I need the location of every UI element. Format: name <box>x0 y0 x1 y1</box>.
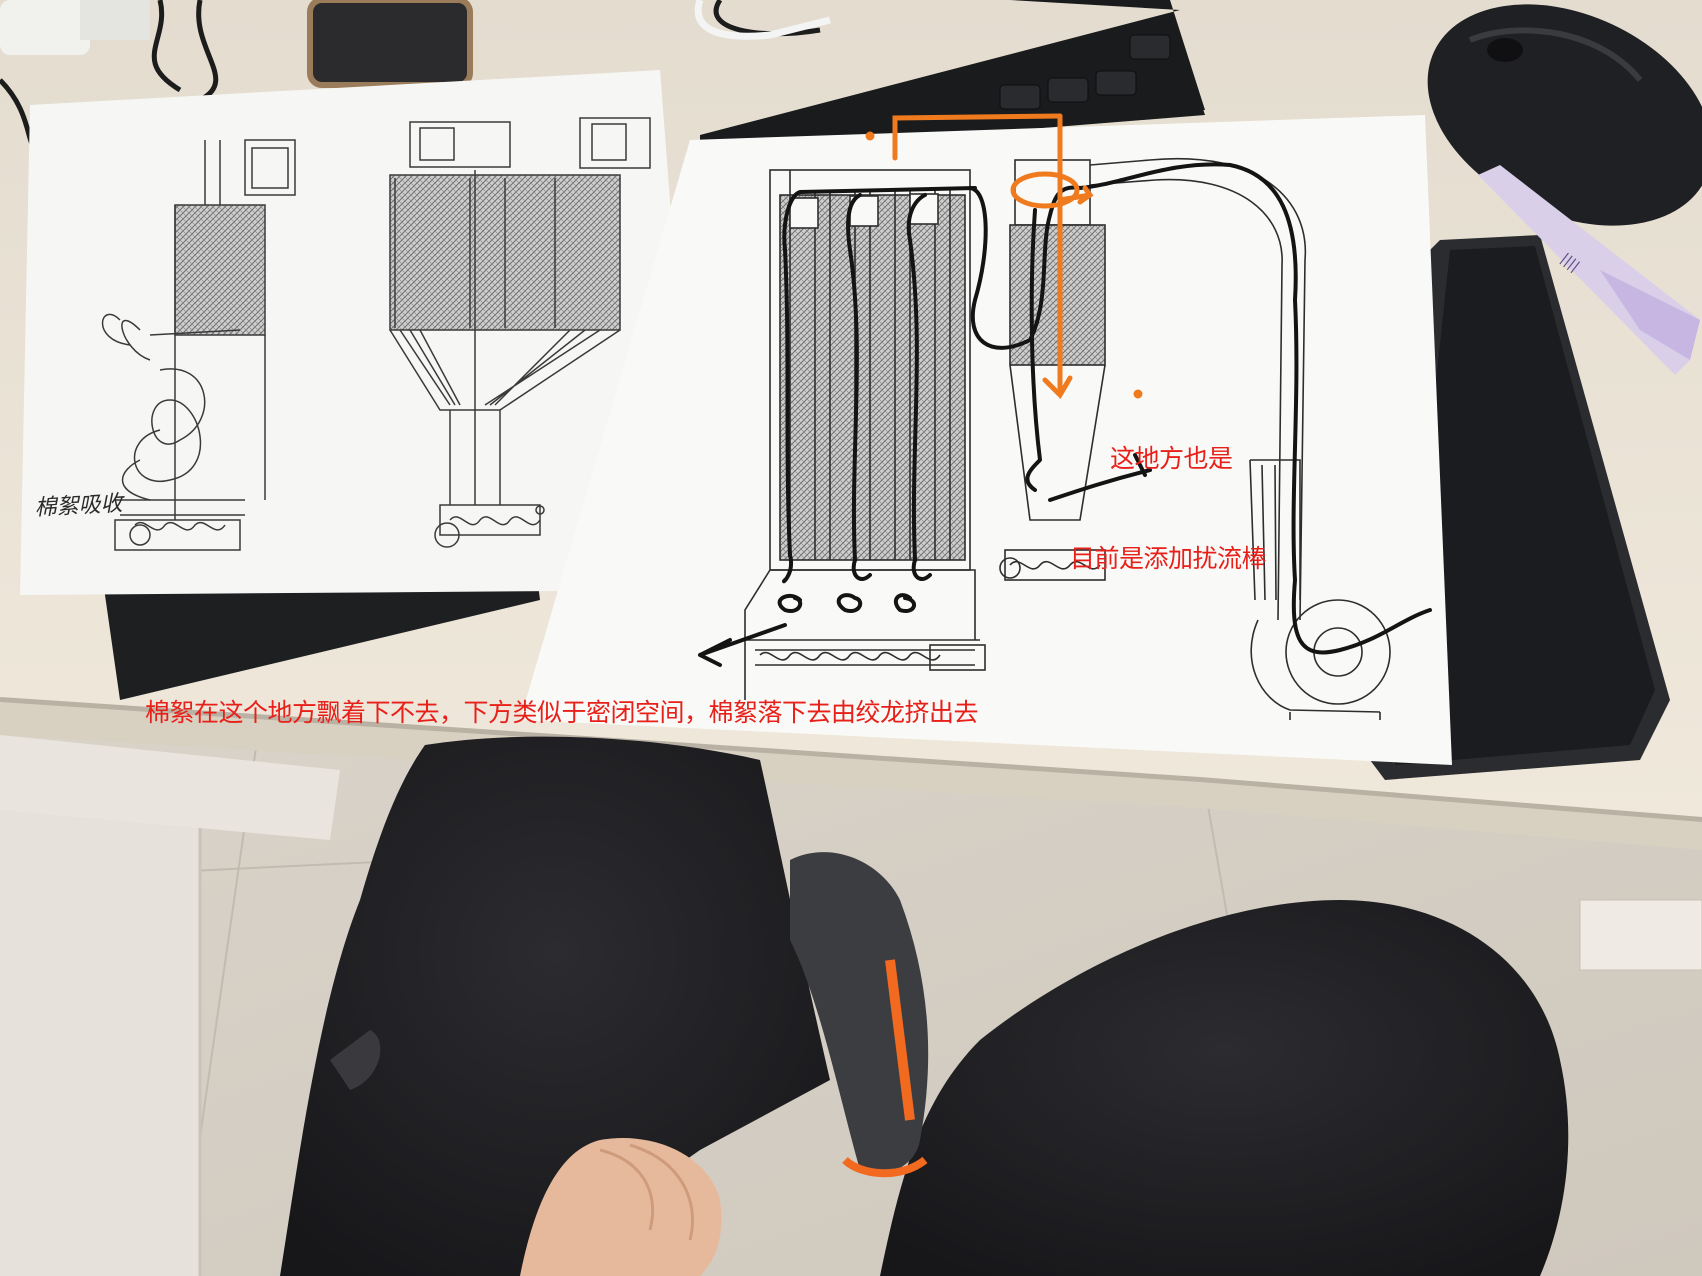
left-sheet-handwriting: 棉絮吸收 <box>34 491 126 521</box>
desk-front <box>0 702 1702 850</box>
box-on-floor <box>1579 899 1702 971</box>
cables <box>0 0 821 154</box>
black-marker-flow-lines <box>698 162 1432 667</box>
paper-sheet-right <box>520 115 1452 765</box>
annotation-right-note-2: 目前是添加扰流棒 <box>1070 544 1267 573</box>
drawer <box>0 735 340 840</box>
trousers-left-leg <box>280 736 830 1276</box>
desk-edge <box>0 697 1702 823</box>
left-sheet-drawings <box>101 117 651 551</box>
right-sheet-drawings <box>744 158 1391 720</box>
annotation-right-note-1: 这地方也是 <box>1110 444 1233 473</box>
phone-on-desk <box>307 0 473 88</box>
cup <box>0 0 90 55</box>
annotation-bottom-note: 棉絮在这个地方飘着下不去，下方类似于密闭空间，棉絮落下去由绞龙挤出去 <box>145 698 979 727</box>
orange-marker-annotations <box>865 113 1143 400</box>
trousers-right-leg <box>880 900 1569 1276</box>
cabinet <box>0 780 200 1276</box>
sneaker-icon <box>790 852 929 1174</box>
keyboard-keys <box>999 34 1171 110</box>
hand <box>520 1138 722 1276</box>
